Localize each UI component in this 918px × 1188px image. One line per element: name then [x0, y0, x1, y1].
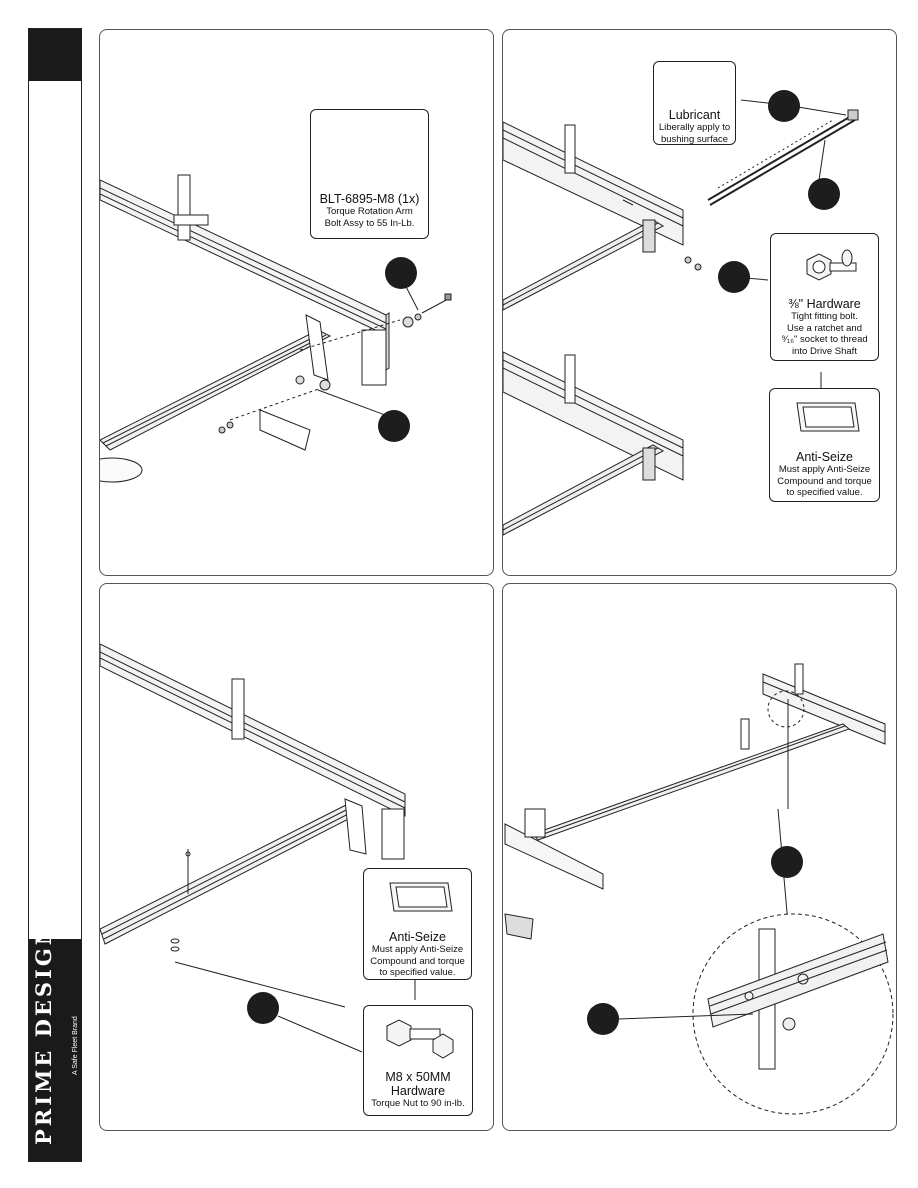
- anti-seize-title: Anti-Seize: [389, 930, 446, 944]
- hardware-title: M8 x 50MM: [385, 1070, 451, 1084]
- panel-step-4: [502, 583, 897, 1131]
- panel-step-2: Lubricant Liberally apply to bushing sur…: [502, 29, 897, 576]
- anti-seize-line: Must apply Anti-Seize: [371, 944, 464, 955]
- lubricant-line: bushing surface: [660, 133, 729, 145]
- callout-line: Bolt Assy to 55 In-Lb.: [324, 217, 415, 229]
- rack-assembly-illustration-1: [100, 136, 452, 483]
- panel-step-3: Anti-Seize Must apply Anti-Seize Compoun…: [99, 583, 494, 1131]
- hardware-line: into Drive Shaft: [792, 345, 857, 357]
- anti-seize-line: Compound and torque: [777, 475, 872, 487]
- anti-seize-callout: Anti-Seize Must apply Anti-Seize Compoun…: [769, 388, 880, 502]
- anti-seize-title: Anti-Seize: [796, 450, 853, 464]
- brand-tagline: A Safe Fleet Brand: [72, 1016, 79, 1075]
- step-marker: [771, 846, 803, 878]
- anti-seize-packet-icon: [388, 882, 453, 912]
- lubricant-title: Lubricant: [668, 108, 721, 122]
- m8-hardware-callout: M8 x 50MM Hardware Torque Nut to 90 in-l…: [363, 1005, 473, 1116]
- anti-seize-packet-icon: [795, 402, 860, 432]
- hardware-title: ⅜" Hardware: [788, 297, 861, 311]
- anti-seize-line: to specified value.: [379, 967, 456, 978]
- lubricant-line: Liberally apply to: [658, 122, 731, 133]
- bolt-icon: [806, 249, 856, 281]
- hardware-line: Torque Nut to 90 in-lb.: [371, 1098, 465, 1109]
- brand-logo: PRIME DESIGN: [31, 923, 56, 1145]
- rack-detail-illustration: [504, 663, 894, 1115]
- hardware-line: ⁹⁄₁₆" socket to thread: [781, 334, 868, 345]
- step-marker: [718, 261, 750, 293]
- anti-seize-line: Must apply Anti-Seize: [778, 464, 871, 475]
- hardware-line: Tight fitting bolt.: [791, 311, 858, 322]
- lubricant-callout: Lubricant Liberally apply to bushing sur…: [653, 61, 736, 145]
- step-marker: [808, 178, 840, 210]
- step-marker: [768, 90, 800, 122]
- hardware-title-2: Hardware: [390, 1084, 446, 1098]
- drive-shaft-illustration: [503, 72, 859, 536]
- anti-seize-line: to specified value.: [786, 487, 863, 498]
- sidebar-top-block: [29, 29, 81, 81]
- bolt-icon: [386, 1019, 454, 1059]
- brand-block: PRIME DESIGN A Safe Fleet Brand: [29, 923, 81, 1161]
- callout-title: BLT-6895-M8 (1x): [319, 192, 420, 206]
- anti-seize-callout: Anti-Seize Must apply Anti-Seize Compoun…: [363, 868, 472, 980]
- step-marker: [587, 1003, 619, 1035]
- step-marker: [247, 992, 279, 1024]
- anti-seize-line: Compound and torque: [370, 955, 465, 967]
- hardware-line: Use a ratchet and: [787, 322, 862, 334]
- panel-step-1: BLT-6895-M8 (1x) Torque Rotation Arm Bol…: [99, 29, 494, 576]
- bolt-assy-callout: BLT-6895-M8 (1x) Torque Rotation Arm Bol…: [310, 109, 429, 239]
- rack-assembly-illustration-3: [100, 643, 416, 1053]
- step-marker: [378, 410, 410, 442]
- step-marker: [385, 257, 417, 289]
- three-eighths-hardware-callout: ⅜" Hardware Tight fitting bolt. Use a ra…: [770, 233, 879, 361]
- callout-line: Torque Rotation Arm: [326, 206, 413, 217]
- sidebar: PRIME DESIGN A Safe Fleet Brand: [28, 28, 82, 1162]
